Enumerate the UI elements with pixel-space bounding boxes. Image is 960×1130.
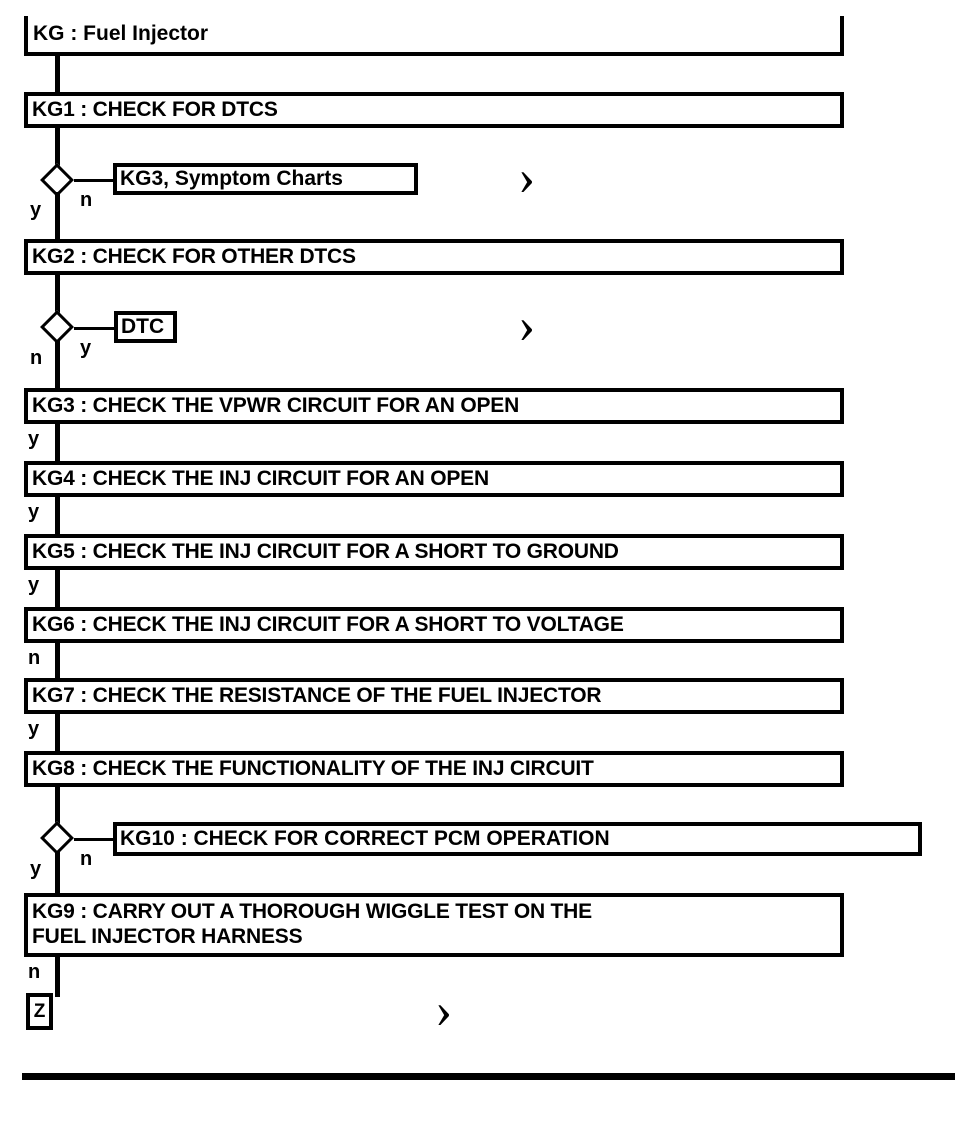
connector-kg9-to-z xyxy=(55,957,60,997)
edge-label-decision1-branch: n xyxy=(80,189,93,211)
connector-title-to-kg1 xyxy=(55,56,60,92)
chevron-right-icon-2: › xyxy=(518,297,536,354)
step-box-kg9[interactable]: KG9 : CARRY OUT A THOROUGH WIGGLE TEST O… xyxy=(24,893,844,957)
edge-label-decision3-branch: n xyxy=(80,848,93,870)
edge-label-decision1-down: y xyxy=(30,199,42,221)
title-box: KG : Fuel Injector xyxy=(24,16,844,56)
step-box-kg7[interactable]: KG7 : CHECK THE RESISTANCE OF THE FUEL I… xyxy=(24,678,844,714)
step-box-kg6[interactable]: KG6 : CHECK THE INJ CIRCUIT FOR A SHORT … xyxy=(24,607,844,643)
connector-kg4-to-kg5 xyxy=(55,497,60,535)
branch-label-kg10: KG10 : CHECK FOR CORRECT PCM OPERATION xyxy=(120,827,610,850)
step-box-kg3[interactable]: KG3 : CHECK THE VPWR CIRCUIT FOR AN OPEN xyxy=(24,388,844,424)
connector-decision1-to-kg2 xyxy=(55,192,60,239)
branch-label-symptom-charts: KG3, Symptom Charts xyxy=(120,167,343,190)
decision-diamond-after-kg8[interactable] xyxy=(40,821,74,855)
step-label-kg6: KG6 : CHECK THE INJ CIRCUIT FOR A SHORT … xyxy=(32,612,624,636)
step-box-kg1[interactable]: KG1 : CHECK FOR DTCS xyxy=(24,92,844,128)
edge-label-kg9-to-z: n xyxy=(28,961,41,983)
branch-box-dtc[interactable]: DTC xyxy=(114,311,177,343)
terminal-box-z[interactable]: Z xyxy=(26,993,53,1030)
connector-decision3-to-kg9 xyxy=(55,851,60,895)
step-box-kg2[interactable]: KG2 : CHECK FOR OTHER DTCS xyxy=(24,239,844,275)
edge-label-decision2-down: n xyxy=(30,347,43,369)
connector-decision2-to-dtc xyxy=(74,327,116,330)
page-title: KG : Fuel Injector xyxy=(33,22,209,45)
connector-kg3-to-kg4 xyxy=(55,424,60,462)
branch-label-dtc: DTC xyxy=(121,315,165,338)
step-label-kg1: KG1 : CHECK FOR DTCS xyxy=(32,97,278,121)
edge-label-kg7-to-kg8: y xyxy=(28,718,40,740)
step-label-kg9: KG9 : CARRY OUT A THOROUGH WIGGLE TEST O… xyxy=(32,900,592,948)
chevron-right-icon-3: › xyxy=(435,982,453,1039)
decision-diamond-after-kg2[interactable] xyxy=(40,310,74,344)
connector-kg5-to-kg6 xyxy=(55,570,60,608)
edge-label-kg6-to-kg7: n xyxy=(28,647,41,669)
step-label-kg8: KG8 : CHECK THE FUNCTIONALITY OF THE INJ… xyxy=(32,756,594,780)
connector-kg1-to-decision1 xyxy=(55,128,60,168)
connector-kg2-to-decision2 xyxy=(55,275,60,315)
connector-kg6-to-kg7 xyxy=(55,643,60,681)
edge-label-kg3-to-kg4: y xyxy=(28,428,40,450)
connector-kg8-to-decision3 xyxy=(55,787,60,827)
step-label-kg2: KG2 : CHECK FOR OTHER DTCS xyxy=(32,244,356,268)
terminal-label-z: Z xyxy=(33,1001,46,1022)
step-box-kg8[interactable]: KG8 : CHECK THE FUNCTIONALITY OF THE INJ… xyxy=(24,751,844,787)
step-label-kg3: KG3 : CHECK THE VPWR CIRCUIT FOR AN OPEN xyxy=(32,393,520,417)
connector-decision3-to-kg10 xyxy=(74,838,114,841)
step-label-kg4: KG4 : CHECK THE INJ CIRCUIT FOR AN OPEN xyxy=(32,466,489,490)
connector-kg7-to-kg8 xyxy=(55,714,60,752)
step-label-kg7: KG7 : CHECK THE RESISTANCE OF THE FUEL I… xyxy=(32,683,602,707)
connector-decision2-to-kg3 xyxy=(55,340,60,388)
bottom-divider xyxy=(22,1073,955,1080)
step-box-kg4[interactable]: KG4 : CHECK THE INJ CIRCUIT FOR AN OPEN xyxy=(24,461,844,497)
branch-box-symptom-charts[interactable]: KG3, Symptom Charts xyxy=(113,163,418,195)
edge-label-decision3-down: y xyxy=(30,858,42,880)
branch-box-kg10[interactable]: KG10 : CHECK FOR CORRECT PCM OPERATION xyxy=(113,822,922,856)
edge-label-decision2-branch: y xyxy=(80,337,92,359)
step-box-kg5[interactable]: KG5 : CHECK THE INJ CIRCUIT FOR A SHORT … xyxy=(24,534,844,570)
edge-label-kg5-to-kg6: y xyxy=(28,574,40,596)
connector-decision1-to-symptom-charts xyxy=(74,179,114,182)
chevron-right-icon-1: › xyxy=(518,149,536,206)
edge-label-kg4-to-kg5: y xyxy=(28,501,40,523)
step-label-kg5: KG5 : CHECK THE INJ CIRCUIT FOR A SHORT … xyxy=(32,539,619,563)
